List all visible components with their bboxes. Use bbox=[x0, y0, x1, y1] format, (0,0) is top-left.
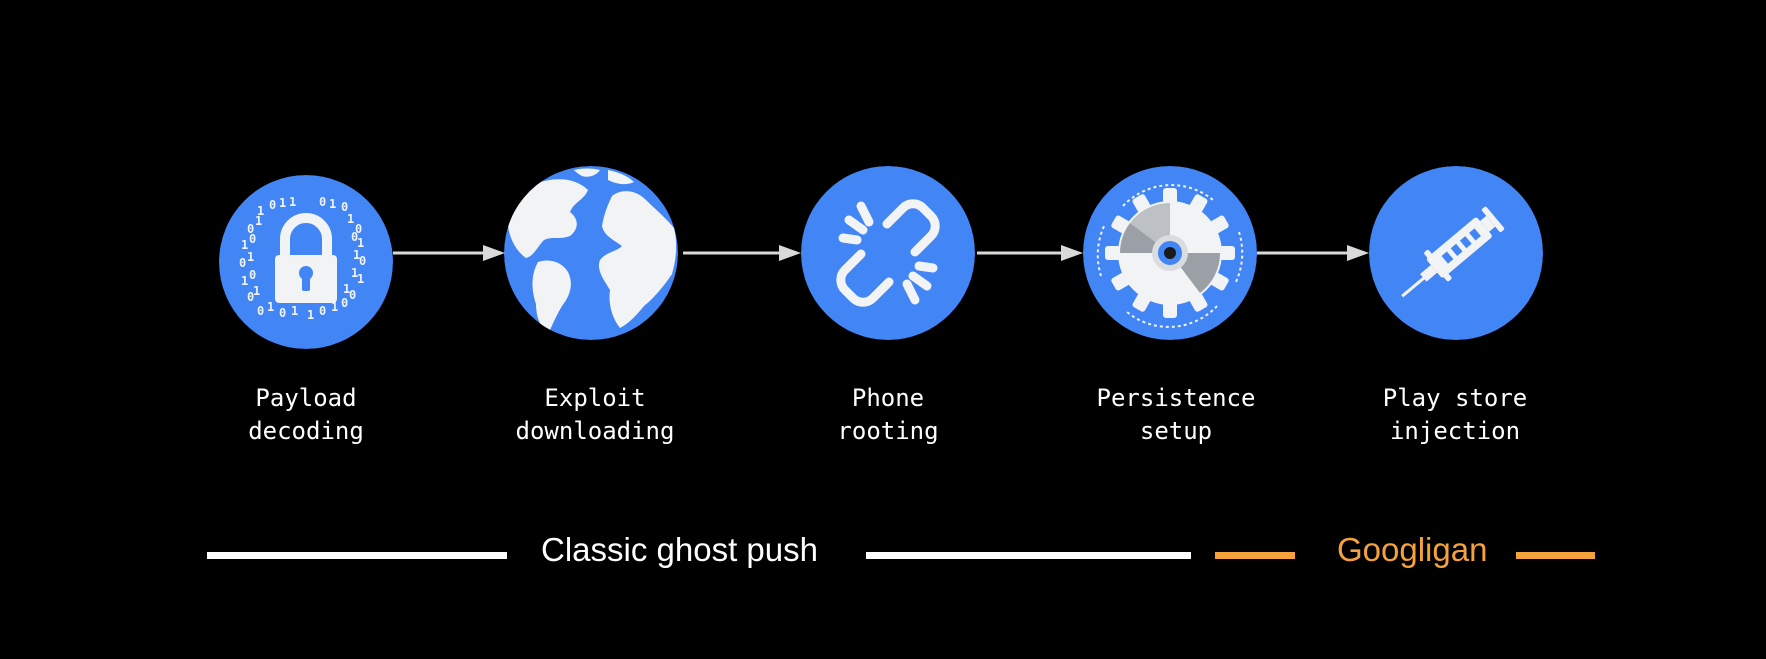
svg-text:1: 1 bbox=[257, 204, 264, 218]
step-label-line2: decoding bbox=[248, 417, 364, 445]
svg-text:1: 1 bbox=[357, 272, 364, 286]
arrow-exploit-to-rooting bbox=[683, 243, 801, 263]
svg-text:0: 0 bbox=[239, 256, 246, 270]
syringe-icon bbox=[1369, 166, 1543, 340]
svg-text:1: 1 bbox=[291, 304, 298, 318]
svg-text:0: 0 bbox=[257, 304, 264, 318]
step-label-line2: rooting bbox=[837, 417, 939, 445]
step-label-exploit-downloading: Exploit downloading bbox=[475, 382, 715, 448]
step-label-line2: setup bbox=[1139, 417, 1213, 445]
step-label-line1: Play store bbox=[1382, 384, 1528, 412]
step-persistence-setup-circle bbox=[1083, 166, 1257, 340]
svg-text:1: 1 bbox=[329, 197, 336, 211]
step-label-persistence-setup: Persistence setup bbox=[1056, 382, 1296, 448]
svg-text:0: 0 bbox=[319, 195, 326, 209]
svg-text:0: 0 bbox=[349, 288, 356, 302]
svg-text:1: 1 bbox=[307, 308, 314, 322]
svg-text:1: 1 bbox=[331, 300, 338, 314]
svg-text:0: 0 bbox=[341, 200, 348, 214]
svg-text:1: 1 bbox=[247, 250, 254, 264]
step-label-phone-rooting: Phone rooting bbox=[768, 382, 1008, 448]
gooligan-phase-bar-left bbox=[1215, 552, 1295, 559]
arrow-persistence-to-injection bbox=[1257, 243, 1369, 263]
svg-text:1: 1 bbox=[255, 214, 262, 228]
svg-text:0: 0 bbox=[341, 296, 348, 310]
broken-link-icon bbox=[801, 166, 975, 340]
step-label-line1: Payload bbox=[255, 384, 357, 412]
svg-text:0: 0 bbox=[269, 198, 276, 212]
svg-text:0: 0 bbox=[247, 290, 254, 304]
svg-text:0: 0 bbox=[249, 268, 256, 282]
arrow-payload-to-exploit bbox=[393, 243, 505, 263]
step-label-payload-decoding: Payload decoding bbox=[186, 382, 426, 448]
svg-text:1: 1 bbox=[253, 284, 260, 298]
classic-phase-bar-right bbox=[866, 552, 1191, 559]
step-label-line1: Exploit bbox=[544, 384, 646, 412]
svg-text:0: 0 bbox=[279, 306, 286, 320]
globe-icon bbox=[504, 166, 678, 340]
svg-text:0: 0 bbox=[249, 232, 256, 246]
svg-text:1: 1 bbox=[267, 300, 274, 314]
svg-text:0: 0 bbox=[319, 304, 326, 318]
svg-text:1: 1 bbox=[343, 282, 350, 296]
step-label-play-store-injection: Play store injection bbox=[1335, 382, 1575, 448]
svg-text:0: 0 bbox=[355, 222, 362, 236]
svg-text:1: 1 bbox=[289, 195, 296, 209]
classic-phase-label: Classic ghost push bbox=[541, 531, 818, 568]
step-label-line1: Phone bbox=[851, 384, 925, 412]
step-exploit-downloading-circle bbox=[504, 166, 678, 340]
gear-icon bbox=[1083, 166, 1257, 340]
svg-text:1: 1 bbox=[279, 196, 286, 210]
gooligan-phase-label: Googligan bbox=[1337, 531, 1488, 568]
svg-text:1: 1 bbox=[353, 248, 360, 262]
svg-text:0: 0 bbox=[359, 254, 366, 268]
arrow-rooting-to-persistence bbox=[977, 243, 1083, 263]
svg-text:1: 1 bbox=[357, 236, 364, 250]
svg-text:1: 1 bbox=[347, 212, 354, 226]
svg-text:1: 1 bbox=[351, 266, 358, 280]
svg-text:1: 1 bbox=[241, 238, 248, 252]
step-label-line2: downloading bbox=[515, 417, 675, 445]
step-label-line2: injection bbox=[1389, 417, 1521, 445]
svg-text:0: 0 bbox=[247, 222, 254, 236]
svg-text:0: 0 bbox=[351, 230, 358, 244]
step-phone-rooting-circle bbox=[801, 166, 975, 340]
classic-phase-bar-left bbox=[207, 552, 507, 559]
step-play-store-injection-circle bbox=[1369, 166, 1543, 340]
svg-text:1: 1 bbox=[241, 274, 248, 288]
step-label-line1: Persistence bbox=[1096, 384, 1256, 412]
gooligan-phase-bar-right bbox=[1516, 552, 1595, 559]
